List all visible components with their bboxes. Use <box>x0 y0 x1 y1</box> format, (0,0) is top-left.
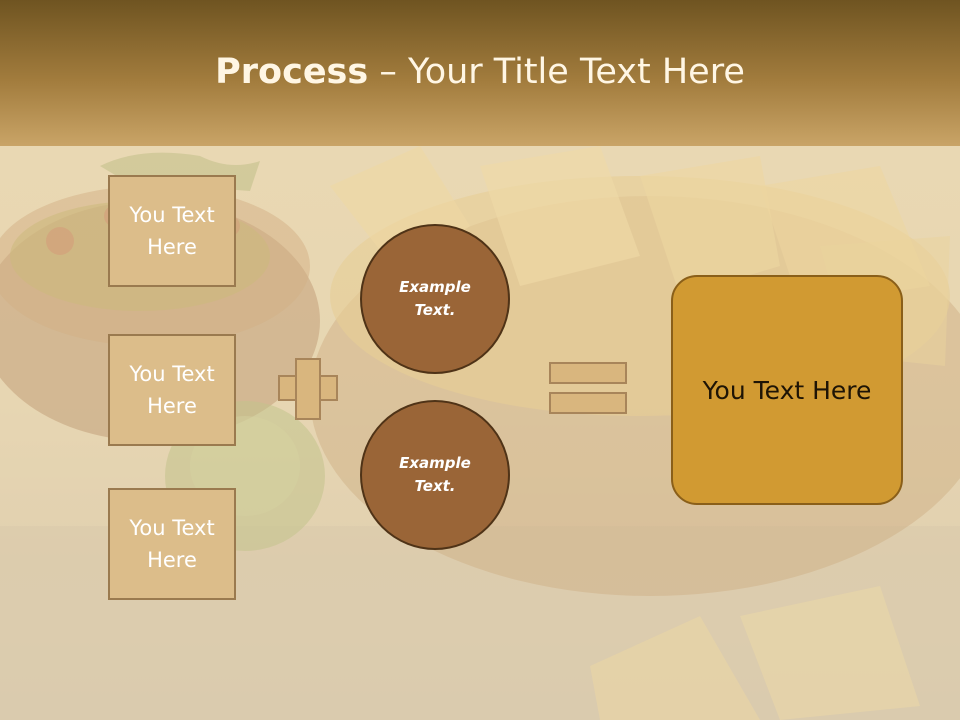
example-circle-1[interactable]: Example Text. <box>360 224 510 374</box>
input-box-2-label: You Text Here <box>129 362 215 418</box>
result-box[interactable]: You Text Here <box>671 275 903 505</box>
slide-title-rest: – Your Title Text Here <box>368 52 745 92</box>
example-circle-2-label: Example Text. <box>399 454 471 495</box>
plus-icon-vertical <box>295 358 321 420</box>
slide-title-bold: Process <box>215 52 369 92</box>
result-box-label: You Text Here <box>702 375 872 405</box>
example-circle-1-label: Example Text. <box>399 278 471 319</box>
equals-icon-bottom-bar <box>549 392 627 414</box>
input-box-3-label: You Text Here <box>129 516 215 572</box>
title-band <box>0 0 960 146</box>
input-box-1-label: You Text Here <box>129 203 215 259</box>
example-circle-2[interactable]: Example Text. <box>360 400 510 550</box>
input-box-1[interactable]: You Text Here <box>108 175 236 287</box>
equals-icon-top-bar <box>549 362 627 384</box>
input-box-2[interactable]: You Text Here <box>108 334 236 446</box>
input-box-3[interactable]: You Text Here <box>108 488 236 600</box>
slide-title[interactable]: Process – Your Title Text Here <box>0 52 960 92</box>
